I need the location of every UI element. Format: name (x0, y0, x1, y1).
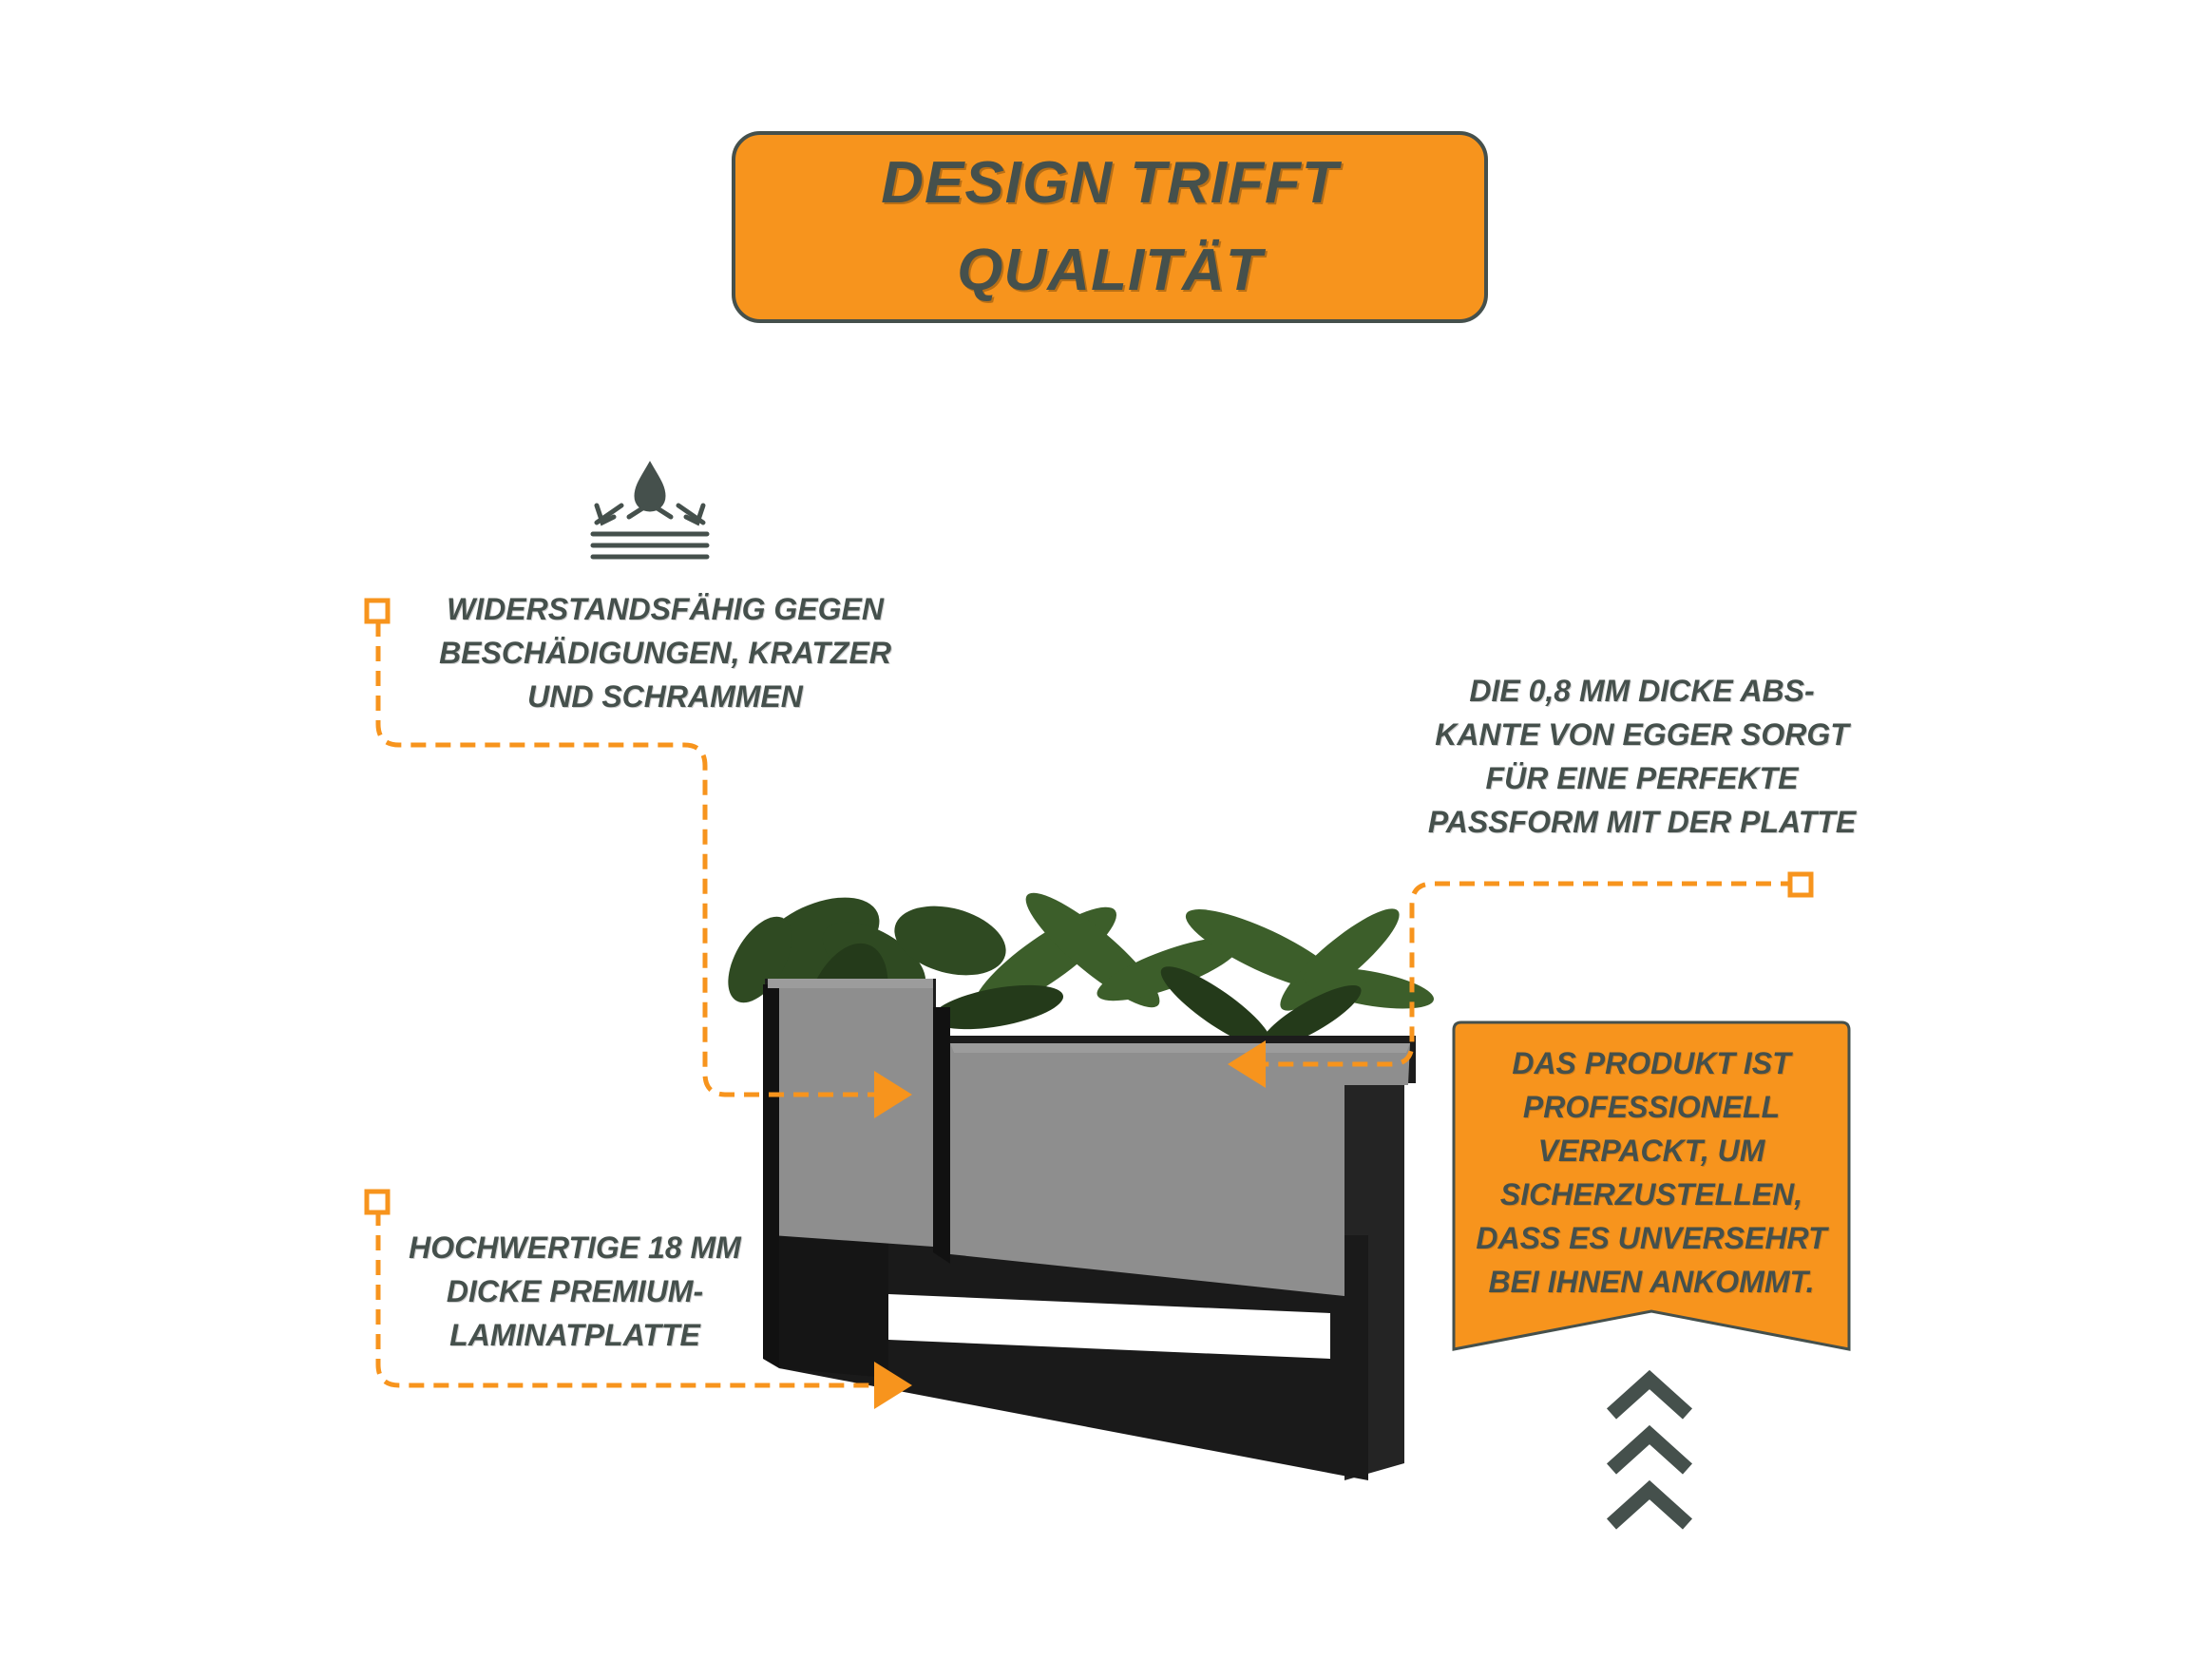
callout-edge-line-1: DIE 0,8 MM DICKE ABS- (1469, 674, 1815, 708)
callout-abs-edge: DIE 0,8 MM DICKE ABS- KANTE VON EGGER SO… (1395, 669, 1889, 844)
callout-damage-line-3: UND SCHRAMMEN (527, 679, 803, 714)
banner-text: DAS PRODUKT IST PROFESSIONELL VERPACKT, … (1452, 1041, 1851, 1304)
banner-line-1: DAS PRODUKT IST (1512, 1046, 1791, 1080)
callout-damage-line-1: WIDERSTANDSFÄHIG GEGEN (447, 592, 884, 626)
title-line-2: QUALITÄT (957, 238, 1263, 303)
packaging-banner: DAS PRODUKT IST PROFESSIONELL VERPACKT, … (1452, 1020, 1851, 1353)
callout-laminate-panel: HOCHWERTIGE 18 MM DICKE PREMIUM- LAMINAT… (385, 1226, 765, 1357)
triple-chevron-up-icon (1606, 1369, 1693, 1530)
banner-line-2: PROFESSIONELL (1522, 1090, 1781, 1124)
banner-line-5: DASS ES UNVERSEHRT (1476, 1221, 1827, 1255)
banner-line-3: VERPACKT, UM (1537, 1134, 1765, 1168)
title-banner: DESIGN TRIFFT QUALITÄT (732, 131, 1488, 323)
banner-line-6: BEI IHNEN ANKOMMT. (1488, 1265, 1815, 1299)
connector-anchors (364, 598, 1814, 1215)
callout-damage-line-2: BESCHÄDIGUNGEN, KRATZER (439, 636, 891, 670)
callout-edge-line-3: FÜR EINE PERFEKTE (1485, 761, 1799, 795)
callout-edge-line-4: PASSFORM MIT DER PLATTE (1427, 805, 1857, 839)
planter (763, 979, 1416, 1480)
callout-panel-line-1: HOCHWERTIGE 18 MM (409, 1230, 741, 1265)
callout-panel-line-2: DICKE PREMIUM- (446, 1274, 704, 1308)
connector-lines (375, 621, 1796, 1409)
title-line-1: DESIGN TRIFFT (881, 150, 1339, 216)
banner-shape (1452, 1020, 1851, 1351)
banner-line-4: SICHERZUSTELLEN, (1499, 1177, 1803, 1211)
water-resistant-icon (590, 460, 710, 560)
callout-panel-line-3: LAMINATPLATTE (449, 1318, 700, 1352)
callout-damage-resistance: WIDERSTANDSFÄHIG GEGEN BESCHÄDIGUNGEN, K… (409, 587, 922, 718)
callout-edge-line-2: KANTE VON EGGER SORGT (1435, 717, 1849, 752)
